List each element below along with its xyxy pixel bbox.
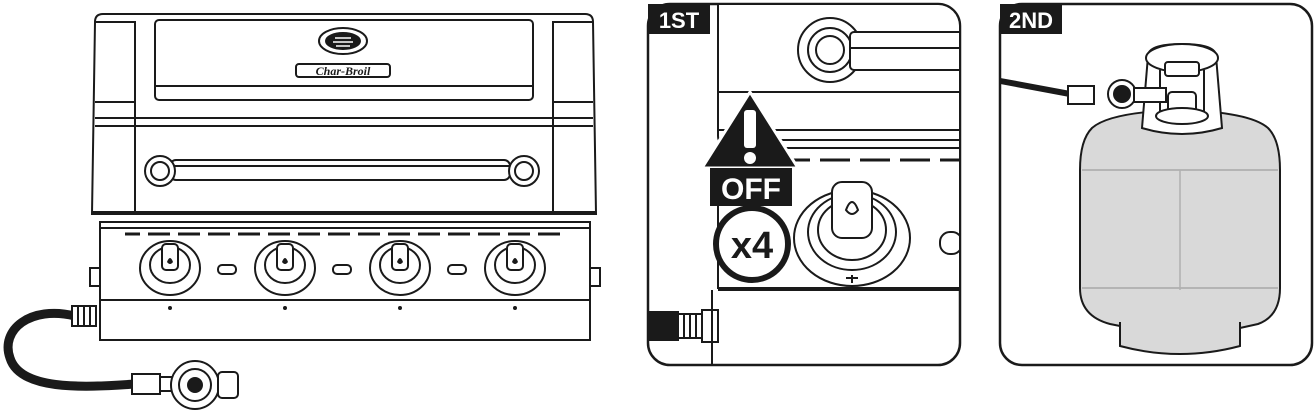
burner-knob-closeup <box>793 181 911 287</box>
grill-illustration: Char-Broil <box>3 13 601 410</box>
step-label-2: 2ND <box>1009 8 1053 33</box>
burner-knob-4 <box>484 240 546 296</box>
off-badge: OFF <box>710 168 792 206</box>
step-label-1: 1ST <box>659 8 700 33</box>
step-panel-2: 2ND <box>998 2 1314 367</box>
off-label: OFF <box>721 173 781 206</box>
warning-sign <box>700 90 800 170</box>
tank-regulator <box>1107 79 1167 109</box>
burner-knob-3 <box>369 240 431 296</box>
lid-handle <box>169 159 511 181</box>
step-panel-1: OFF x4 1ST <box>646 2 962 367</box>
count-label: x4 <box>731 225 773 267</box>
burner-knob-2 <box>254 240 316 296</box>
regulator <box>131 360 239 410</box>
burner-knob-1 <box>139 240 201 296</box>
propane-tank <box>1079 42 1281 355</box>
brand-logo: Char-Broil <box>316 64 371 78</box>
gas-hose <box>3 305 136 391</box>
count-badge: x4 <box>713 205 791 283</box>
